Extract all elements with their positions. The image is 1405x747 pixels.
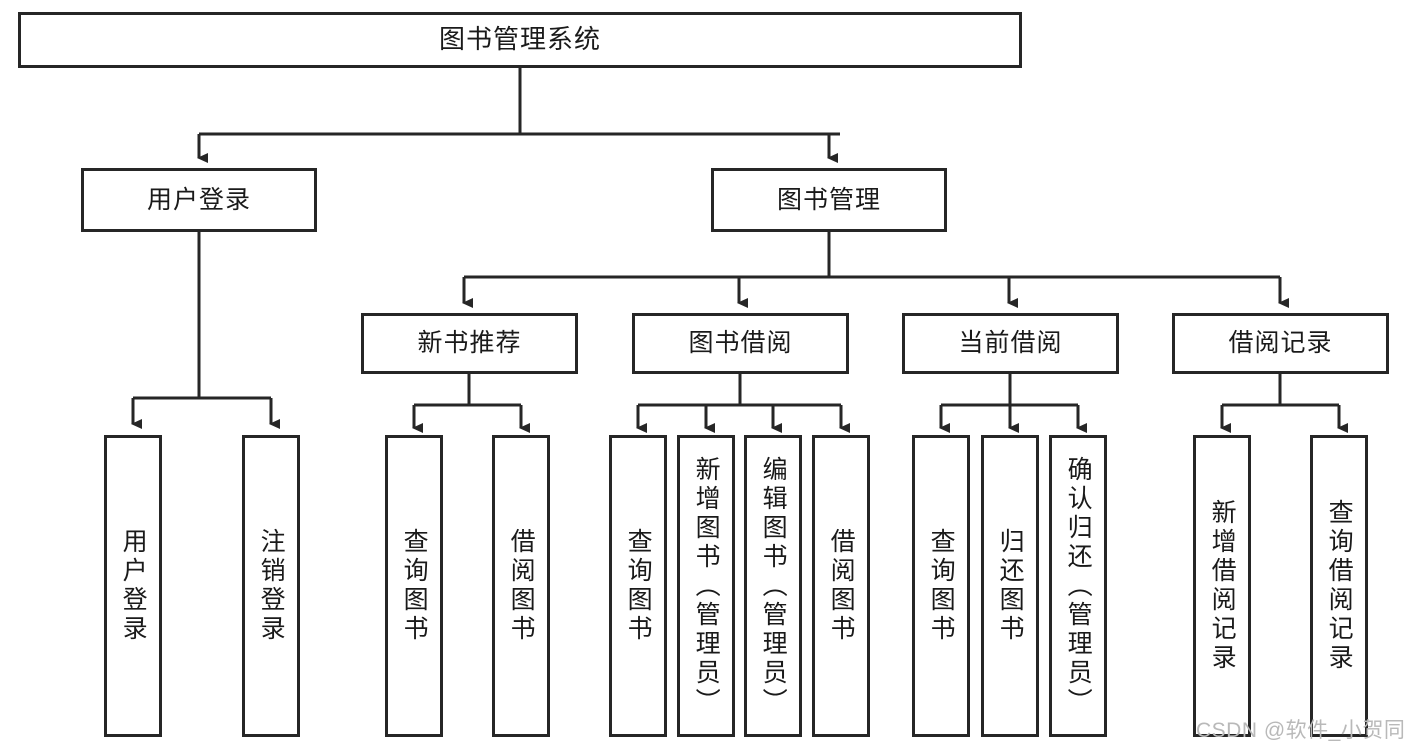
watermark-text: CSDN @软件_小贺同学 (1196, 719, 1405, 742)
leaf-label: 新增借阅记录 (1208, 499, 1237, 673)
node-label: 图书管理 (776, 185, 881, 214)
node-borrow-record[interactable]: 借阅记录 (1172, 313, 1389, 374)
leaf-label: 新增图书（管理员） (692, 455, 721, 717)
node-new-book-recommend[interactable]: 新书推荐 (361, 313, 578, 374)
node-label: 图书借阅 (688, 329, 793, 358)
leaf-query-book-current[interactable]: 查询图书 (912, 435, 970, 737)
leaf-add-borrow-record[interactable]: 新增借阅记录 (1193, 435, 1251, 737)
leaf-edit-book-admin[interactable]: 编辑图书（管理员） (744, 435, 802, 737)
node-label: 借阅记录 (1228, 329, 1333, 358)
leaf-label: 确认归还（管理员） (1064, 455, 1093, 717)
node-book-borrow[interactable]: 图书借阅 (632, 313, 849, 374)
leaf-add-book-admin[interactable]: 新增图书（管理员） (677, 435, 735, 737)
leaf-query-book-recommend[interactable]: 查询图书 (385, 435, 443, 737)
leaf-label: 编辑图书（管理员） (759, 455, 788, 717)
node-label: 用户登录 (146, 185, 251, 214)
leaf-borrow-book[interactable]: 借阅图书 (812, 435, 870, 737)
node-label: 新书推荐 (417, 329, 522, 358)
node-book-management[interactable]: 图书管理 (711, 168, 947, 232)
leaf-label: 查询图书 (400, 528, 429, 644)
leaf-return-book[interactable]: 归还图书 (981, 435, 1039, 737)
leaf-label: 借阅图书 (827, 528, 856, 644)
node-label: 当前借阅 (958, 329, 1063, 358)
node-label: 图书管理系统 (438, 24, 601, 55)
leaf-label: 查询借阅记录 (1325, 499, 1354, 673)
leaf-label: 借阅图书 (507, 528, 536, 644)
leaf-label: 查询图书 (624, 528, 653, 644)
node-user-login[interactable]: 用户登录 (81, 168, 317, 232)
leaf-query-book-borrow[interactable]: 查询图书 (609, 435, 667, 737)
leaf-logout[interactable]: 注销登录 (242, 435, 300, 737)
leaf-borrow-book-recommend[interactable]: 借阅图书 (492, 435, 550, 737)
leaf-label: 注销登录 (257, 528, 286, 644)
leaf-confirm-return-admin[interactable]: 确认归还（管理员） (1049, 435, 1107, 737)
node-current-borrow[interactable]: 当前借阅 (902, 313, 1119, 374)
leaf-label: 归还图书 (996, 528, 1025, 644)
leaf-user-login[interactable]: 用户登录 (104, 435, 162, 737)
leaf-label: 查询图书 (927, 528, 956, 644)
leaf-label: 用户登录 (119, 528, 148, 644)
leaf-query-borrow-record[interactable]: 查询借阅记录 (1310, 435, 1368, 737)
node-book-management-system[interactable]: 图书管理系统 (18, 12, 1022, 68)
